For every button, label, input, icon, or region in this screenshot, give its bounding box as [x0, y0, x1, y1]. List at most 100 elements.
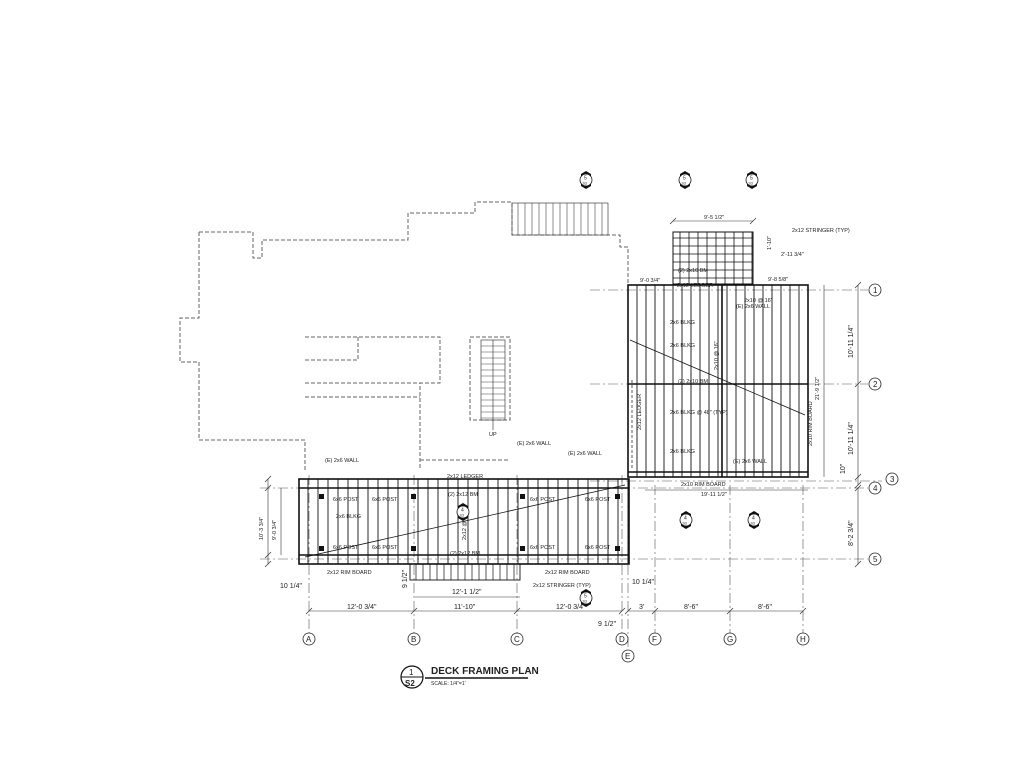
dim-tick: [854, 380, 862, 388]
dim-de: 9 1/2": [598, 621, 617, 628]
dim-tick: [410, 607, 418, 615]
label-blkg-2: 2x6 BLKG: [670, 320, 695, 326]
label-post-7: 6x6 POST: [530, 545, 556, 551]
lower-posts: [319, 494, 620, 551]
dim-tick: [305, 607, 313, 615]
svg-text:5: 5: [750, 176, 753, 182]
label-ledger-3: 2x12 LEDGER: [637, 394, 643, 430]
dim-gh: 8'-6": [758, 604, 772, 611]
svg-text:5: 5: [584, 176, 587, 182]
dim-lower-depth-overall: 10'-3 3/4": [259, 517, 265, 540]
svg-text:3: 3: [890, 475, 895, 484]
dim-tick: [624, 607, 632, 615]
svg-text:S3: S3: [460, 514, 464, 518]
upper-stair-frame: [672, 231, 754, 285]
dim-ab: 12'-0 3/4": [347, 604, 377, 611]
dim-row-23: 10'-11 1/4": [848, 422, 855, 455]
svg-text:F: F: [652, 635, 657, 644]
dim-upper-stair-landing: 1'-10": [767, 236, 773, 250]
title-sheet: S2: [405, 679, 415, 688]
dim-tick: [264, 560, 272, 568]
grid-bubble-2: 2: [868, 377, 882, 391]
dim-tick: [726, 607, 734, 615]
dim-lower-stair: 12'-1 1/2": [452, 589, 482, 596]
svg-text:4: 4: [461, 508, 464, 514]
lower-stair-treads: [415, 564, 515, 580]
svg-text:2: 2: [873, 380, 878, 389]
label-rim-4: 2x10 RIM BOARD: [808, 401, 814, 446]
upper-diagonal-brace: [629, 339, 806, 416]
label-blkg-4: 2x6 BLKG: [670, 449, 695, 455]
grid-bubble-A: A: [302, 632, 316, 646]
label-post-2: 6x6 POST: [372, 497, 398, 503]
svg-text:5: 5: [873, 555, 878, 564]
grid-bubble-E: E: [621, 649, 635, 663]
dim-tick: [749, 217, 757, 225]
label-e-wall-3: (E) 2x6 WALL: [568, 451, 602, 457]
dim-row-12: 10'-11 1/4": [848, 325, 855, 358]
svg-text:4: 4: [684, 516, 687, 522]
svg-text:H: H: [800, 635, 806, 644]
svg-text:E: E: [625, 652, 630, 661]
dim-upper-overall: 21'-9 1/2": [815, 377, 821, 400]
svg-text:1: 1: [873, 286, 878, 295]
label-post-1: 6x6 POST: [333, 497, 359, 503]
label-post-8: 6x6 POST: [585, 545, 611, 551]
existing-stair-interior: [480, 339, 506, 430]
dim-tick: [854, 560, 862, 568]
grid-bubble-C: C: [510, 632, 524, 646]
label-rim-1: 2x12 RIM BOARD: [327, 570, 372, 576]
dim-upper-width: 19'-11 1/2": [701, 492, 727, 498]
grid-bubble-5: 5: [868, 552, 882, 566]
dim-upper-stair-width: 9'-5 1/2": [704, 215, 724, 221]
dim-tick: [669, 217, 677, 225]
dim-ef: 3': [639, 604, 644, 611]
svg-text:4: 4: [752, 516, 755, 522]
label-e-wall-2: (E) 2x6 WALL: [517, 441, 551, 447]
dim-tick: [854, 484, 862, 492]
label-e-wall-5: (E) 2x6 WALL: [733, 459, 767, 465]
dim-tick: [799, 607, 807, 615]
grid-bubble-D: D: [615, 632, 629, 646]
label-stringer-top: 2x12 STRINGER (TYP): [792, 228, 850, 234]
label-blkg-3: 2x6 BLKG: [670, 343, 695, 349]
label-post-3: 6x6 POST: [530, 497, 556, 503]
svg-text:B: B: [411, 635, 416, 644]
section-marker-5: 4S3: [747, 511, 761, 529]
section-marker-6: 4S3: [456, 503, 470, 521]
dim-tick: [854, 481, 862, 489]
label-e-wall-1: (E) 2x6 WALL: [325, 458, 359, 464]
label-beam-3: (2) 2x10 BM: [678, 379, 708, 385]
grid-lines: [260, 289, 882, 650]
dim-upper-left-offset: 9'-0 3/4": [640, 278, 660, 284]
section-marker-7: 5S3: [579, 589, 593, 607]
dim-left-overhang: 10 1/4": [280, 583, 302, 590]
label-blkg-5: 2x6 BLKG @ 48" (TYP): [670, 410, 728, 416]
label-post-4: 6x6 POST: [585, 497, 611, 503]
up-label: UP: [489, 432, 497, 438]
label-ledger-1: 2x12 LEDGER: [447, 474, 483, 480]
label-rim-3: 2x10 RIM BOARD: [681, 482, 726, 488]
section-marker-2: 5S3: [678, 171, 692, 189]
dim-tick: [264, 475, 272, 483]
svg-text:C: C: [514, 635, 520, 644]
svg-text:5: 5: [584, 594, 587, 600]
stair-top-treads: [517, 203, 603, 235]
grid-bubble-4: 4: [868, 481, 882, 495]
dim-tick: [264, 551, 272, 559]
svg-text:S3: S3: [682, 182, 686, 186]
svg-text:G: G: [727, 635, 733, 644]
label-beam-1: (2) 2x12 BM: [448, 492, 478, 498]
dim-bc: 11'-10": [454, 604, 476, 611]
dim-tick: [618, 607, 626, 615]
svg-text:5: 5: [683, 176, 686, 182]
dim-tick: [854, 473, 862, 481]
grid-bubble-F: F: [648, 632, 662, 646]
dim-right-overhang: 10 1/4": [632, 579, 654, 586]
svg-text:S3: S3: [749, 182, 753, 186]
dim-stair-depth: 9 1/2": [402, 569, 409, 588]
title-name: DECK FRAMING PLAN: [431, 666, 539, 677]
label-joist-3: 2x12 @ 16": [462, 511, 468, 540]
label-beam-4: (2) 2x10 BM: [678, 268, 708, 274]
